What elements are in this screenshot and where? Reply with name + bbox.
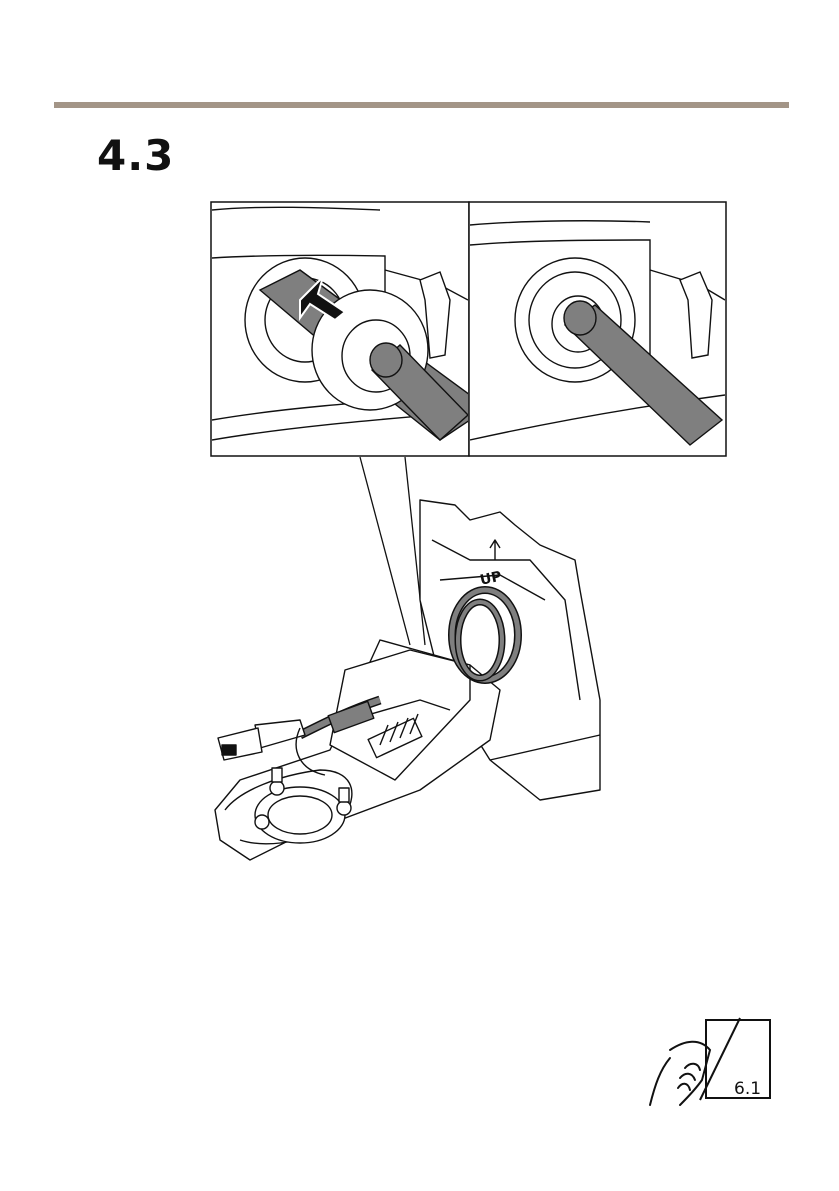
- leader-lines: [360, 457, 425, 645]
- page-reference-hand-icon[interactable]: 6.1: [640, 1010, 780, 1110]
- wall-mount-device: [215, 500, 600, 860]
- detail-panel-grommet-seated: [469, 202, 726, 456]
- detail-panel-grommet-insert: [211, 202, 470, 456]
- page-reference-label: 6.1: [734, 1079, 761, 1099]
